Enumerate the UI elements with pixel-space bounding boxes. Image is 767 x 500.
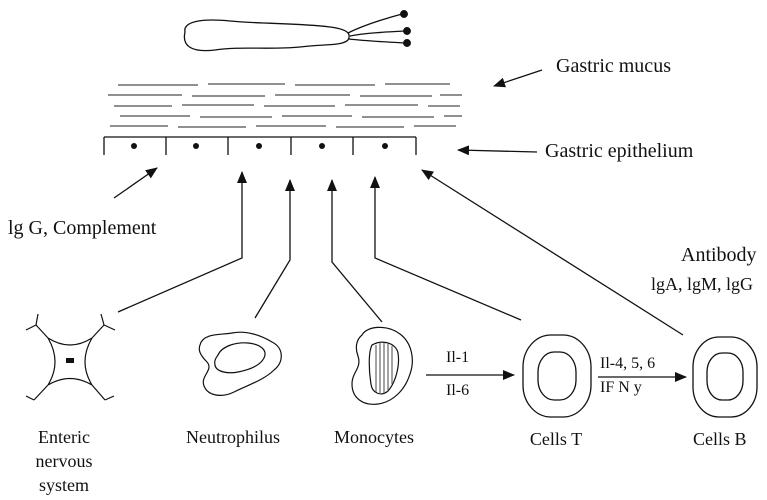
epithelium [104, 137, 416, 155]
enteric-neuron-icon [26, 314, 115, 400]
il1-label: Il-1 [446, 349, 469, 367]
bcell-to-epithelium-arrow [422, 170, 683, 335]
monocytes-label: Monocytes [334, 427, 414, 448]
neutrophil-to-epithelium-arrow [255, 180, 290, 318]
gastric-mucus-label: Gastric mucus [556, 55, 671, 78]
ifn-label: IF N y [600, 379, 642, 397]
neutrophil-icon [199, 332, 281, 395]
cells-b-label: Cells B [693, 429, 747, 450]
monocyte-icon [352, 327, 412, 404]
enteric-label-line1: Enteric [38, 427, 90, 448]
antibody-label: Antibody [681, 244, 757, 267]
neutrophilus-label: Neutrophilus [186, 427, 280, 448]
bacterium [184, 11, 410, 51]
mucus-pointer-arrow [494, 70, 542, 86]
enteric-label-line3: system [39, 475, 89, 496]
t-cell-icon [523, 335, 591, 417]
enteric-to-epithelium-arrow [118, 172, 242, 312]
enteric-label-line2: nervous [36, 451, 93, 472]
tcell-to-epithelium-arrow [375, 177, 521, 320]
mucus-layer [108, 84, 462, 127]
epithelium-pointer-arrow [458, 150, 537, 152]
antibody-classes-label: lgA, lgM, lgG [651, 274, 753, 295]
igg-complement-label: lg G, Complement [8, 217, 156, 240]
b-cell-icon [693, 337, 757, 417]
igg-arrow [114, 168, 157, 198]
gastric-epithelium-label: Gastric epithelium [545, 140, 693, 163]
cells-t-label: Cells T [530, 429, 582, 450]
il6-label: Il-6 [446, 382, 469, 400]
il456-label: Il-4, 5, 6 [600, 355, 655, 373]
